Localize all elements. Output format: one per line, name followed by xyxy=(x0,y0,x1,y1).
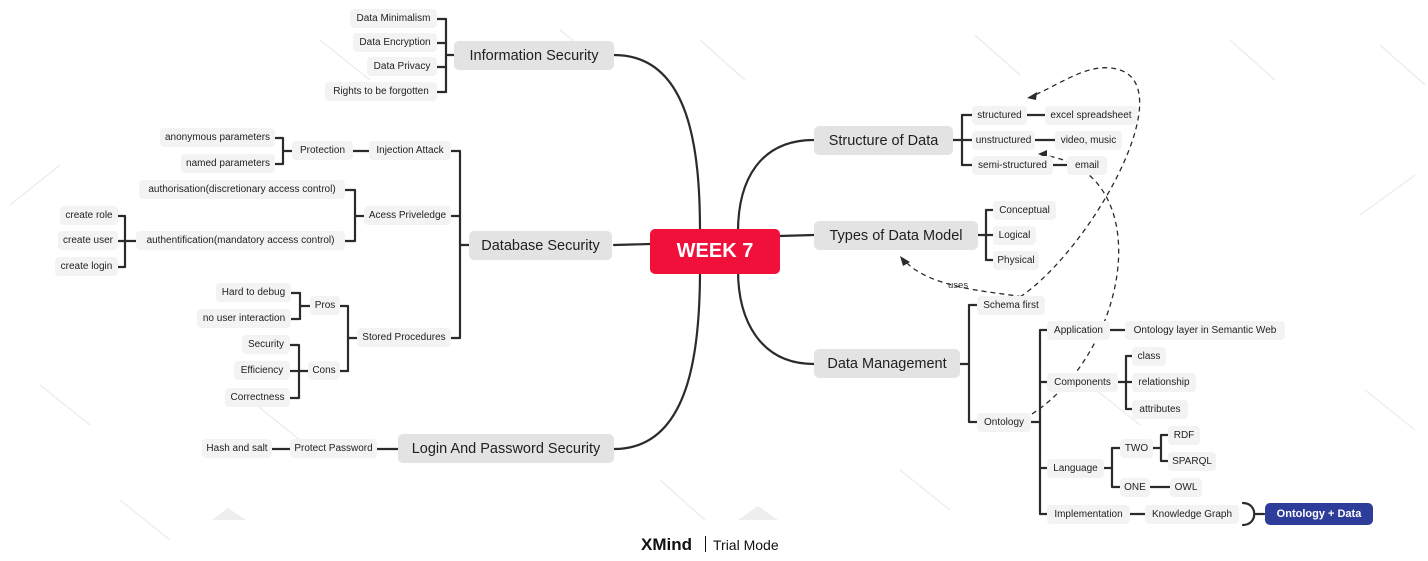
topic-two[interactable]: TWO xyxy=(1120,439,1153,458)
topic-logical[interactable]: Logical xyxy=(993,226,1036,245)
xmind-logo: XMind xyxy=(641,535,692,554)
topic-owl[interactable]: OWL xyxy=(1170,478,1202,497)
topic-data-management[interactable]: Data Management xyxy=(814,349,960,378)
topic-application[interactable]: Application xyxy=(1047,321,1110,340)
topic-stored-procedures[interactable]: Stored Procedures xyxy=(357,328,451,347)
topic-rdf[interactable]: RDF xyxy=(1168,426,1200,445)
topic-ontology[interactable]: Ontology xyxy=(977,413,1031,432)
connectors-left xyxy=(116,17,702,451)
topic-email[interactable]: email xyxy=(1067,156,1107,175)
trial-mode-label: Trial Mode xyxy=(713,537,779,553)
topic-correctness[interactable]: Correctness xyxy=(225,388,290,407)
topic-protect-password[interactable]: Protect Password xyxy=(290,439,377,458)
topic-implementation[interactable]: Implementation xyxy=(1047,505,1130,524)
topic-conceptual[interactable]: Conceptual xyxy=(993,201,1056,220)
topic-pros[interactable]: Pros xyxy=(310,296,340,315)
topic-class[interactable]: class xyxy=(1132,347,1166,366)
topic-discretionary-access[interactable]: authorisation(discretionary access contr… xyxy=(139,180,345,199)
topic-create-user[interactable]: create user xyxy=(58,231,118,250)
topic-semi-structured[interactable]: semi-structured xyxy=(972,156,1053,175)
topic-structure-of-data[interactable]: Structure of Data xyxy=(814,126,953,155)
topic-mandatory-access[interactable]: authentification(mandatory access contro… xyxy=(136,231,345,250)
topic-access-privilege[interactable]: Acess Priveledge xyxy=(364,206,451,225)
topic-relationship[interactable]: relationship xyxy=(1132,373,1196,392)
topic-protection[interactable]: Protection xyxy=(292,141,353,160)
topic-database-security[interactable]: Database Security xyxy=(469,231,612,260)
topic-components[interactable]: Components xyxy=(1047,373,1118,392)
topic-physical[interactable]: Physical xyxy=(993,251,1039,270)
topic-video-music[interactable]: video, music xyxy=(1055,131,1122,150)
central-topic[interactable]: WEEK 7 xyxy=(650,229,780,274)
topic-injection-attack[interactable]: Injection Attack xyxy=(369,141,451,160)
topic-schema-first[interactable]: Schema first xyxy=(977,296,1045,315)
topic-unstructured[interactable]: unstructured xyxy=(972,131,1035,150)
topic-data-minimalism[interactable]: Data Minimalism xyxy=(350,9,437,28)
topic-one[interactable]: ONE xyxy=(1120,478,1150,497)
topic-knowledge-graph[interactable]: Knowledge Graph xyxy=(1145,505,1239,524)
topic-ontology-layer[interactable]: Ontology layer in Semantic Web xyxy=(1125,321,1285,340)
topic-data-privacy[interactable]: Data Privacy xyxy=(367,57,437,76)
topic-security[interactable]: Security xyxy=(242,335,290,354)
topic-named-parameters[interactable]: named parameters xyxy=(181,154,275,173)
topic-hard-to-debug[interactable]: Hard to debug xyxy=(216,283,291,302)
topic-rights-to-be-forgotten[interactable]: Rights to be forgotten xyxy=(325,82,437,101)
topic-login-password-security[interactable]: Login And Password Security xyxy=(398,434,614,463)
topic-excel-spreadsheet[interactable]: excel spreadsheet xyxy=(1045,106,1137,125)
relationship-label-uses: uses xyxy=(948,280,969,291)
topic-structured[interactable]: structured xyxy=(972,106,1027,125)
topic-efficiency[interactable]: Efficiency xyxy=(234,361,290,380)
topic-create-role[interactable]: create role xyxy=(60,206,118,225)
topic-create-login[interactable]: create login xyxy=(55,257,118,276)
watermark-separator xyxy=(705,536,706,552)
topic-hash-and-salt[interactable]: Hash and salt xyxy=(202,439,272,458)
topic-no-user-interaction[interactable]: no user interaction xyxy=(197,309,291,328)
topic-information-security[interactable]: Information Security xyxy=(454,41,614,70)
topic-attributes[interactable]: attributes xyxy=(1132,400,1188,419)
topic-sparql[interactable]: SPARQL xyxy=(1168,452,1216,471)
topic-types-of-data-model[interactable]: Types of Data Model xyxy=(814,221,978,250)
summary-ontology-plus-data[interactable]: Ontology + Data xyxy=(1265,503,1373,525)
connectors-right xyxy=(736,113,1266,527)
topic-anonymous-parameters[interactable]: anonymous parameters xyxy=(160,128,275,147)
topic-language[interactable]: Language xyxy=(1047,459,1104,478)
topic-cons[interactable]: Cons xyxy=(308,361,340,380)
topic-data-encryption[interactable]: Data Encryption xyxy=(353,33,437,52)
